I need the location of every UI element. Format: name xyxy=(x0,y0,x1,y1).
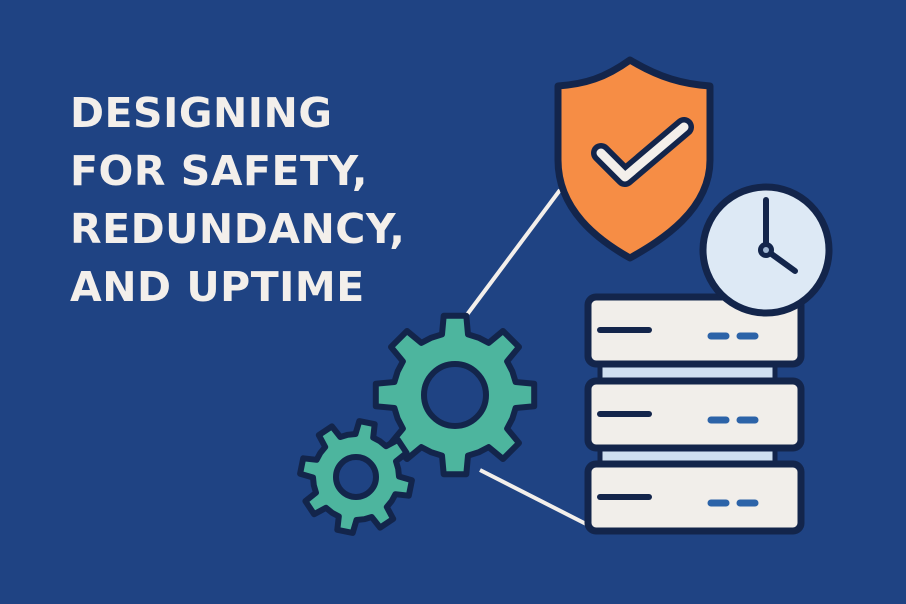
server-unit xyxy=(584,460,805,535)
headline-line-4: AND UPTIME xyxy=(70,263,365,311)
large-gear-hole xyxy=(421,361,489,429)
small-gear-hole xyxy=(333,454,379,500)
headline-line-2: FOR SAFETY, xyxy=(70,147,368,195)
headline-line-3: REDUNDANCY, xyxy=(70,205,406,253)
server-unit xyxy=(584,377,805,452)
gears-icon xyxy=(297,312,538,536)
connector-lines xyxy=(461,188,593,529)
connector-gear-server xyxy=(479,468,593,529)
connector-shield-gear xyxy=(461,188,562,322)
headline: DESIGNING FOR SAFETY, REDUNDANCY, AND UP… xyxy=(70,84,405,316)
shield-check-icon xyxy=(554,56,714,262)
headline-line-1: DESIGNING xyxy=(70,89,333,137)
clock-icon xyxy=(699,183,833,317)
server-stack-icon xyxy=(584,293,805,535)
